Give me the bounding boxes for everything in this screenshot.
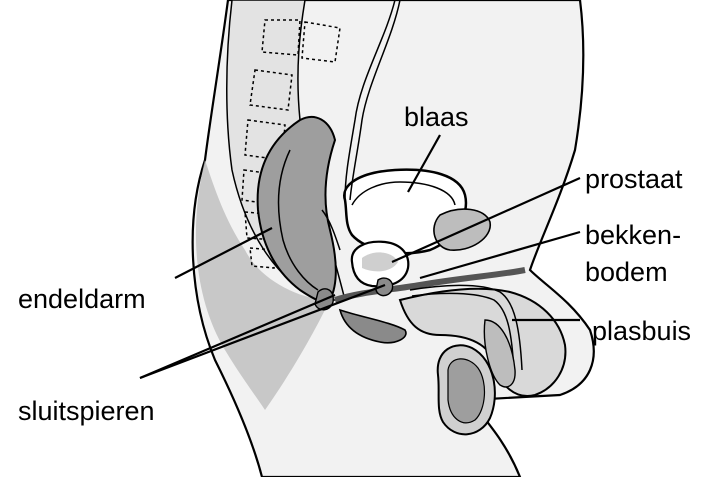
label-blaas: blaas	[404, 102, 469, 132]
label-bekkenbodem-line1: bekken-	[585, 220, 681, 250]
label-sluitspieren: sluitspieren	[18, 396, 155, 426]
label-endeldarm: endeldarm	[18, 284, 146, 314]
label-prostaat: prostaat	[585, 164, 683, 194]
label-bekkenbodem-line2: bodem	[585, 257, 668, 287]
label-plasbuis: plasbuis	[592, 316, 691, 346]
